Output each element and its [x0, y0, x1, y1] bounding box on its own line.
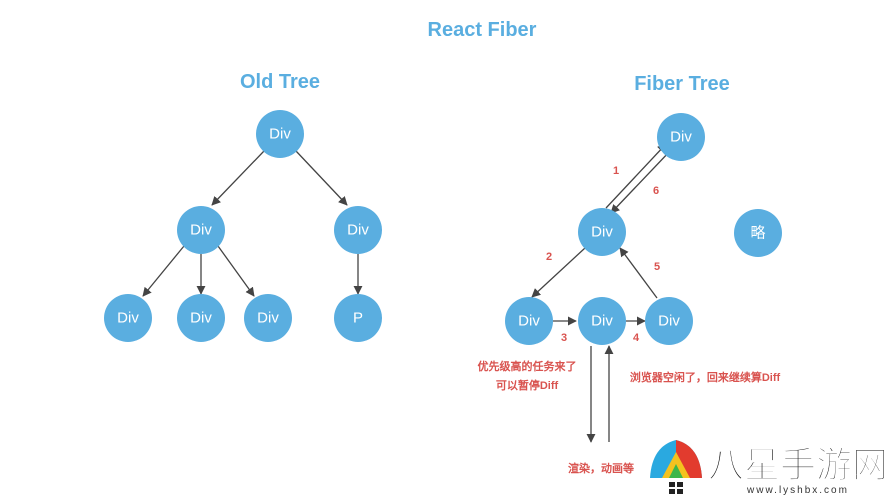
fiber-leaf1-label: Div — [518, 313, 540, 330]
fiber-omitted-label: 略 — [750, 225, 765, 242]
edge-step-2 — [531, 247, 586, 298]
old-left-label: Div — [190, 222, 212, 239]
note-render: 渲染，动画等 — [568, 461, 634, 475]
note-resume: 浏览器空闲了，回来继续算Diff — [630, 370, 781, 384]
old-leaf3-node: Div — [244, 294, 292, 342]
old-right-label: Div — [347, 222, 369, 239]
old-p-label: P — [353, 310, 363, 327]
fiber-mid-node: Div — [578, 208, 626, 256]
edge-step-1 — [605, 143, 667, 209]
fiber-root-node: Div — [657, 113, 705, 161]
old-tree-edges — [142, 150, 363, 297]
page-title: React Fiber — [428, 19, 537, 41]
step-2-label: 2 — [546, 251, 552, 263]
step-3-label: 3 — [561, 332, 567, 344]
fiber-omitted-node: 略 — [734, 209, 782, 257]
fiber-mid-label: Div — [591, 224, 613, 241]
fiber-leaf3-node: Div — [645, 297, 693, 345]
edge-root-right — [295, 150, 348, 206]
old-leaf3-label: Div — [257, 310, 279, 327]
old-leaf2-node: Div — [177, 294, 225, 342]
watermark: 八星手游网 www.lyshbx.com — [650, 440, 889, 496]
old-leaf1-node: Div — [104, 294, 152, 342]
step-6-label: 6 — [653, 185, 659, 197]
old-root-label: Div — [269, 126, 291, 143]
step-4-label: 4 — [633, 332, 640, 344]
edge-step-5 — [619, 247, 658, 299]
fiber-leaf2-label: Div — [591, 313, 613, 330]
step-1-label: 1 — [613, 165, 619, 177]
old-p-node: P — [334, 294, 382, 342]
fiber-leaf3-label: Div — [658, 313, 680, 330]
fiber-tree-edges — [531, 143, 672, 443]
watermark-url: www.lyshbx.com — [746, 485, 849, 496]
fiber-leaf1-node: Div — [505, 297, 553, 345]
watermark-brand: 八星手游网 — [708, 444, 888, 485]
edge-step-6 — [610, 149, 672, 214]
edge-root-left — [211, 150, 265, 206]
old-leaf1-label: Div — [117, 310, 139, 327]
old-right-node: Div — [334, 206, 382, 254]
note-interrupt-line2: 可以暂停Diff — [496, 378, 559, 392]
edge-left-leaf3 — [217, 245, 255, 297]
step-5-label: 5 — [654, 261, 660, 273]
old-leaf2-label: Div — [190, 310, 212, 327]
old-left-node: Div — [177, 206, 225, 254]
watermark-logo-icon — [650, 440, 702, 494]
edge-left-leaf1 — [142, 245, 185, 297]
note-interrupt-line1: 优先级高的任务来了 — [478, 359, 577, 373]
fiber-leaf2-node: Div — [578, 297, 626, 345]
fiber-tree-heading: Fiber Tree — [634, 73, 730, 95]
old-tree-heading: Old Tree — [240, 71, 320, 93]
old-root-node: Div — [256, 110, 304, 158]
fiber-root-label: Div — [670, 129, 692, 146]
